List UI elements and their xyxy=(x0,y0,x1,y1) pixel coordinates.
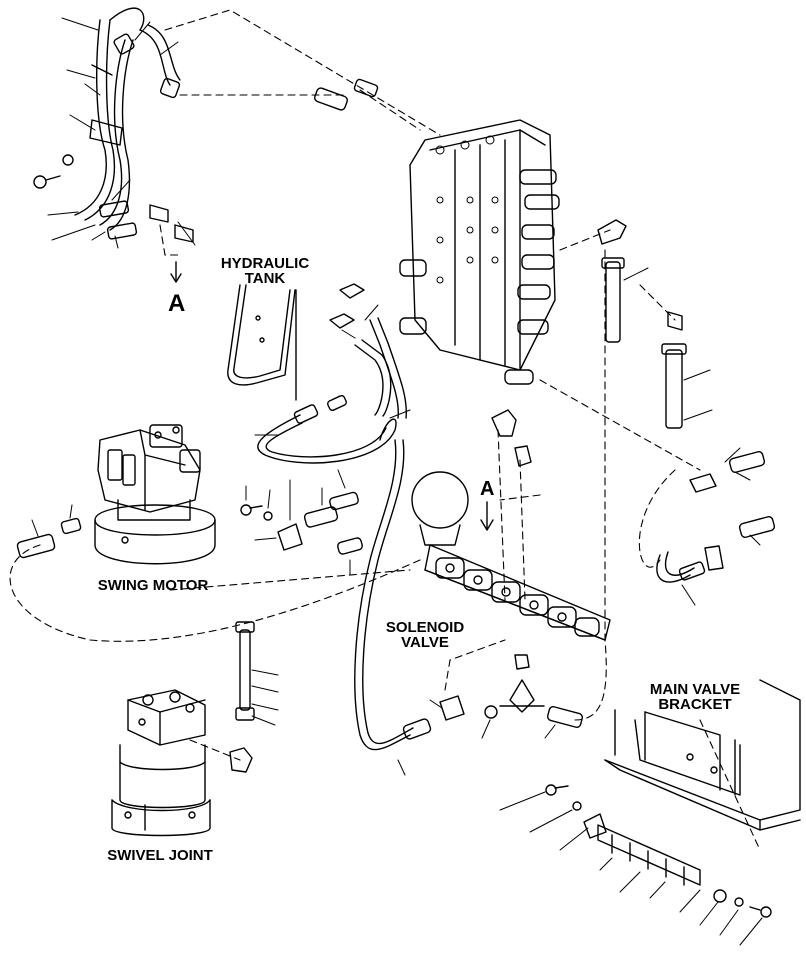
leader-lines-upper-left xyxy=(47,17,196,249)
swing-motor-fittings xyxy=(16,517,82,559)
bottom-right-hardware xyxy=(545,784,772,918)
solenoid-valve-label-line1: SOLENOID xyxy=(385,619,465,636)
hydraulic-tank-label: HYDRAULIC TANK xyxy=(210,256,320,286)
callout-arrows xyxy=(170,261,494,531)
view-callout-a-upper: A xyxy=(168,290,186,317)
solenoid-fittings xyxy=(491,409,532,467)
leader-lines-center xyxy=(254,304,411,776)
hydraulic-tank-label-line1: HYDRAULIC xyxy=(220,255,310,272)
solenoid-valve-label-line2: VALVE xyxy=(401,634,449,651)
hydraulic-tank xyxy=(227,284,297,401)
middle-hardware xyxy=(229,491,363,773)
swing-motor-label: SWING MOTOR xyxy=(97,577,209,594)
solenoid-coils xyxy=(435,557,600,637)
swivel-joint-label: SWIVEL JOINT xyxy=(107,847,213,864)
solenoid-valve-label: SOLENOID VALVE xyxy=(375,620,475,650)
leader-lines-lower-middle xyxy=(429,699,556,739)
leader-lines-swing xyxy=(31,504,73,537)
main-control-valve xyxy=(399,119,560,385)
upper-middle-fittings xyxy=(313,78,379,111)
leader-lines-middle xyxy=(245,469,351,726)
main-valve-bracket-label: MAIN VALVE BRACKET xyxy=(640,682,750,712)
right-side-hoses xyxy=(597,219,776,583)
main-valve-bracket xyxy=(604,679,801,831)
upper-left-hose-bundle xyxy=(33,7,194,243)
main-valve-bracket-label-line1: MAIN VALVE xyxy=(649,681,741,698)
leader-lines-bottom-right xyxy=(499,791,763,946)
valve-spools xyxy=(399,169,560,385)
swivel-joint xyxy=(111,689,211,837)
swing-motor xyxy=(94,424,216,565)
leader-lines-right xyxy=(623,267,761,606)
valve-bolt-holes xyxy=(435,135,499,284)
dashed-connection-lines xyxy=(9,9,761,851)
hydraulic-tank-label-line2: TANK xyxy=(244,270,286,287)
view-callout-a-solenoid: A xyxy=(480,478,495,500)
main-valve-bracket-label-line2: BRACKET xyxy=(658,696,732,713)
center-hoses xyxy=(257,283,432,751)
solenoid-valve xyxy=(411,471,611,670)
lower-middle-fittings xyxy=(439,679,584,728)
